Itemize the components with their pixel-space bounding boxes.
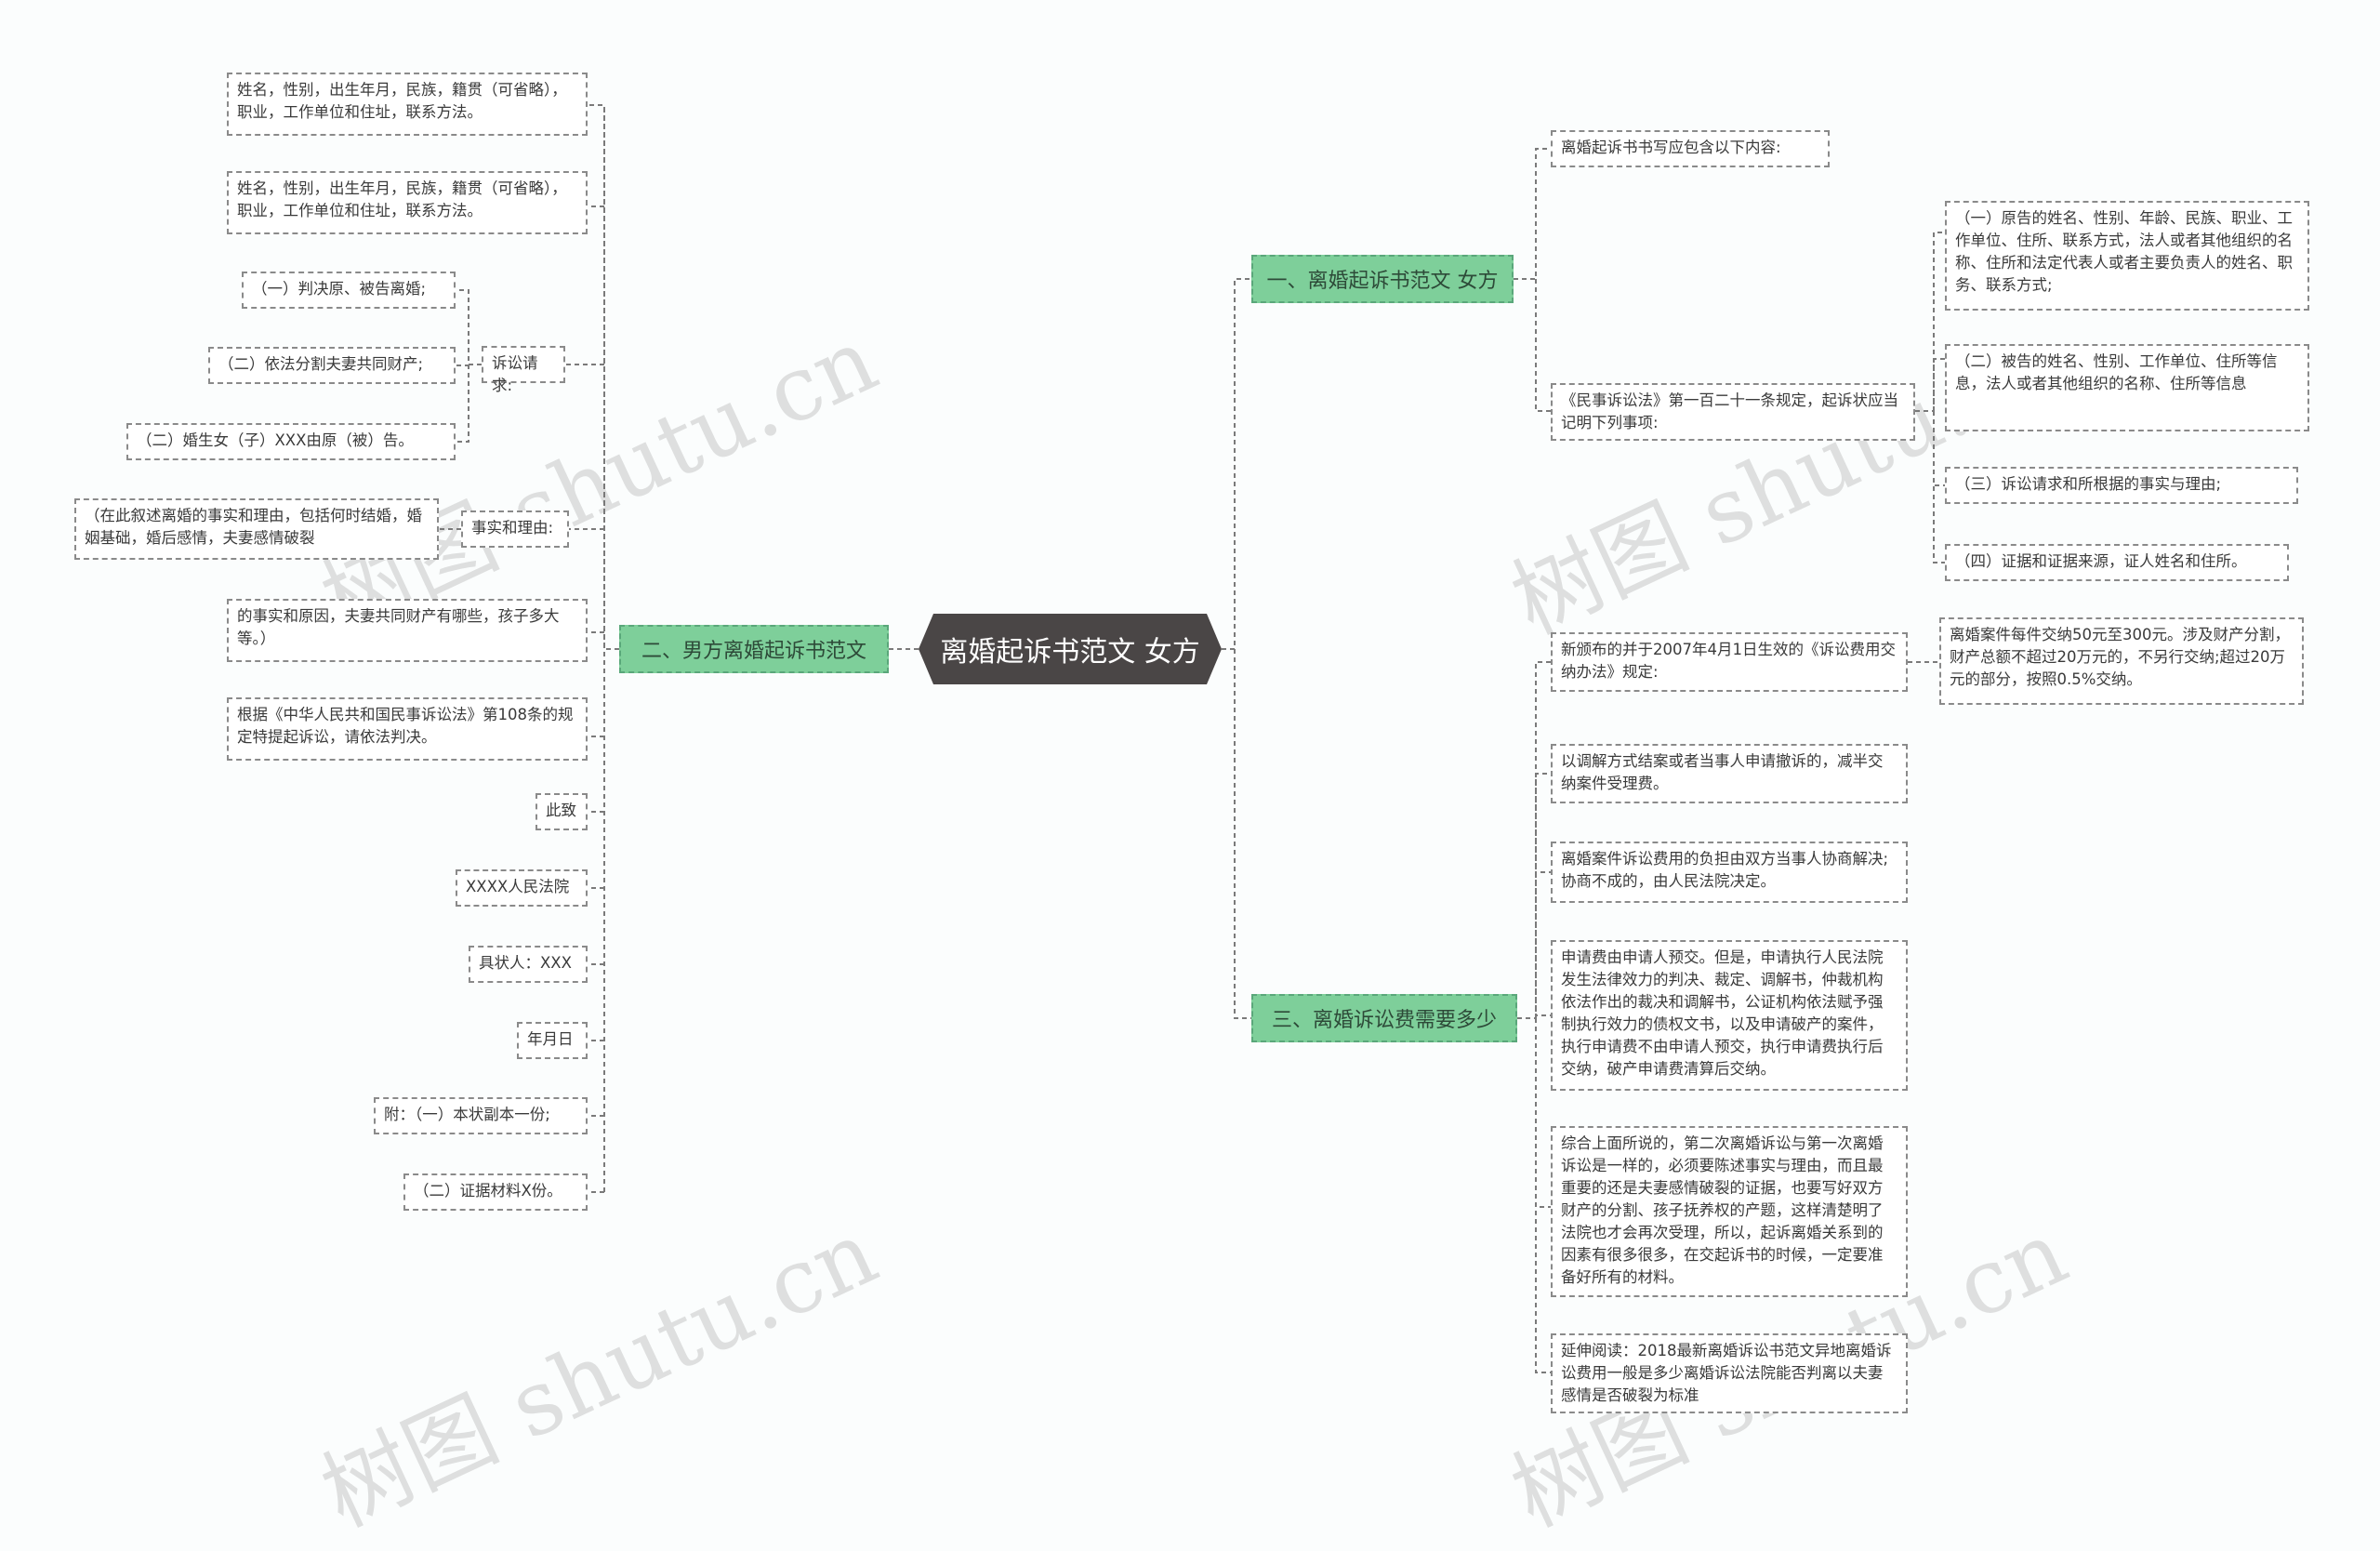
b3-n5-node[interactable]: 综合上面所说的，第二次离婚诉讼与第一次离婚诉讼是一样的，必须要陈述事实与理由，而… [1551, 1126, 1908, 1297]
b2-date-node[interactable]: 年月日 [517, 1022, 588, 1059]
b1-item1-node[interactable]: （一）原告的姓名、性别、年龄、民族、职业、工作单位、住所、联系方式，法人或者其他… [1945, 201, 2309, 311]
b3-n6-node[interactable]: 延伸阅读：2018最新离婚诉讼书范文异地离婚诉讼费用一般是多少离婚诉讼法院能否判… [1551, 1333, 1908, 1413]
b3-n2-node[interactable]: 以调解方式结案或者当事人申请撤诉的，减半交纳案件受理费。 [1551, 744, 1908, 803]
b1-intro-node[interactable]: 离婚起诉书书写应包含以下内容: [1551, 130, 1830, 167]
b2-to-node[interactable]: 此致 [536, 793, 588, 830]
b2-claim1-node[interactable]: （一）判决原、被告离婚; [242, 272, 456, 309]
b2-claim3-node[interactable]: （二）婚生女（子）XXX由原（被）告。 [126, 423, 456, 460]
b2-p1-node[interactable]: 姓名，性别，出生年月，民族，籍贯（可省略），职业，工作单位和住址，联系方法。 [227, 73, 588, 136]
b2-cont-node[interactable]: 的事实和原因，夫妻共同财产有哪些，孩子多大等。） [227, 599, 588, 662]
branch-1-node[interactable]: 一、离婚起诉书范文 女方 [1251, 255, 1514, 303]
b3-n3-node[interactable]: 离婚案件诉讼费用的负担由双方当事人协商解决;协商不成的，由人民法院决定。 [1551, 842, 1908, 903]
b2-claims-label-node[interactable]: 诉讼请求: [482, 346, 565, 394]
b2-sign-node[interactable]: 具状人：XXX [469, 946, 588, 983]
b1-item4-node[interactable]: （四）证据和证据来源，证人姓名和住所。 [1945, 544, 2289, 581]
b3-n1-node[interactable]: 新颁布的并于2007年4月1日生效的《诉讼费用交纳办法》规定: [1551, 632, 1908, 692]
b1-item3-node[interactable]: （三）诉讼请求和所根据的事实与理由; [1945, 467, 2298, 504]
b2-claim2-node[interactable]: （二）依法分割夫妻共同财产; [208, 347, 456, 384]
b2-facts-detail-node[interactable]: （在此叙述离婚的事实和理由，包括何时结婚，婚姻基础，婚后感情，夫妻感情破裂 [74, 498, 439, 560]
b2-p2-node[interactable]: 姓名，性别，出生年月，民族，籍贯（可省略），职业，工作单位和住址，联系方法。 [227, 171, 588, 234]
b2-att1-node[interactable]: 附：（一）本状副本一份; [374, 1097, 588, 1134]
b2-basis-node[interactable]: 根据《中华人民共和国民事诉讼法》第108条的规定特提起诉讼，请依法判决。 [227, 697, 588, 761]
root-node[interactable]: 离婚起诉书范文 女方 [919, 614, 1222, 684]
b3-n1-detail-node[interactable]: 离婚案件每件交纳50元至300元。涉及财产分割，财产总额不超过20万元的，不另行… [1939, 617, 2304, 705]
b1-item2-node[interactable]: （二）被告的姓名、性别、工作单位、住所等信息，法人或者其他组织的名称、住所等信息 [1945, 344, 2309, 431]
branch-3-node[interactable]: 三、离婚诉讼费需要多少 [1251, 994, 1517, 1042]
branch-2-node[interactable]: 二、男方离婚起诉书范文 [619, 625, 889, 673]
b2-att2-node[interactable]: （二）证据材料X份。 [403, 1173, 588, 1211]
b3-n4-node[interactable]: 申请费由申请人预交。但是，申请执行人民法院发生法律效力的判决、裁定、调解书，仲裁… [1551, 940, 1908, 1091]
b2-court-node[interactable]: XXXX人民法院 [456, 869, 588, 907]
b2-facts-label-node[interactable]: 事实和理由: [461, 510, 569, 548]
connector-lines [439, 104, 1945, 1373]
b1-law-node[interactable]: 《民事诉讼法》第一百二十一条规定，起诉状应当记明下列事项: [1551, 383, 1915, 441]
